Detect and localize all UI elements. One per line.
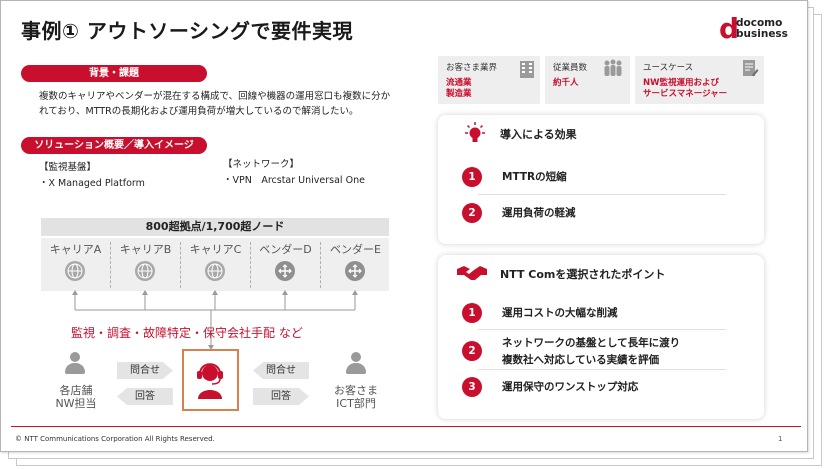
network-heading: 【ネットワーク】: [223, 159, 300, 170]
footer-rule: [11, 426, 801, 427]
globe-icon: [205, 261, 225, 281]
lightbulb-icon: [465, 122, 485, 142]
vendor-e: ベンダーE: [321, 238, 390, 291]
operator-box: [182, 349, 239, 411]
effect-number: 1: [462, 167, 482, 187]
customer-ict-label: お客さま ICT部門: [334, 384, 378, 410]
person-body: [65, 363, 85, 374]
answer-arrow-right: 回答: [253, 388, 309, 405]
page-number: 1: [778, 435, 783, 443]
industry-box: お客さま業界 流通業 製造業: [438, 56, 540, 104]
slide: 事例① アウトソーシングで要件実現 d docomo business 背景・課…: [0, 0, 808, 452]
carrier-divider: [320, 242, 321, 288]
router-icon: [345, 261, 365, 281]
points-title: NTT Comを選択されたポイント: [500, 268, 666, 281]
logo-text: docomo business: [736, 18, 788, 40]
industry-label: お客さま業界: [446, 63, 498, 73]
network-item: ・VPN Arcstar Universal One: [223, 175, 365, 186]
inquiry-arrow-right: 問合せ: [253, 362, 309, 379]
employees-box: 従業員数 約千人: [545, 56, 630, 104]
vendor-d: ベンダーD: [251, 238, 320, 291]
divider: [478, 329, 726, 330]
carrier-divider: [110, 242, 111, 288]
answer-arrow-left: 回答: [117, 388, 173, 405]
operation-tasks-text: 監視・調査・故障特定・保守会社手配 など: [71, 326, 303, 340]
monitor-heading: 【監視基盤】: [39, 162, 97, 173]
point-number: 3: [462, 377, 482, 397]
effects-card: 導入による効果 1 MTTRの短縮 2 運用負荷の軽減: [438, 115, 764, 244]
carrier-label: キャリアC: [189, 243, 242, 256]
selection-points-card: NTT Comを選択されたポイント 1 運用コストの大幅な削減 2 ネットワーク…: [438, 255, 764, 419]
document-edit-icon: [743, 60, 759, 77]
logo-mark: d: [719, 12, 740, 45]
point-number: 2: [462, 341, 482, 361]
building-icon: [520, 61, 534, 78]
usecase-value: NW監視運用および サービスマネージャー: [643, 78, 728, 99]
globe-icon: [65, 261, 85, 281]
carrier-a: キャリアA: [41, 238, 110, 291]
router-icon: [275, 261, 295, 281]
inquiry-arrow-left: 問合せ: [117, 362, 173, 379]
people-group-icon: [604, 59, 622, 76]
carrier-c: キャリアC: [181, 238, 250, 291]
person-body: [346, 363, 366, 374]
background-text: 複数のキャリアやベンダーが混在する構成で、回線や機器の運用窓口も複数に分かれてお…: [39, 91, 391, 117]
effects-title: 導入による効果: [500, 128, 577, 141]
store-staff-person-icon: [65, 352, 85, 374]
node-count-bar: 800超拠点/1,700超ノード: [41, 218, 389, 236]
page-title: 事例① アウトソーシングで要件実現: [21, 19, 353, 43]
operator-headset-icon: [197, 363, 223, 399]
store-nw-staff-label: 各店舗 NW担当: [55, 384, 97, 410]
handshake-icon: [457, 266, 487, 280]
employees-value: 約千人: [553, 78, 579, 88]
effect-item: MTTRの短縮: [502, 171, 567, 183]
carrier-divider: [180, 242, 181, 288]
usecase-label: ユースケース: [643, 63, 694, 73]
effect-number: 2: [462, 203, 482, 223]
background-label: 背景・課題: [21, 65, 207, 82]
point-item: ネットワークの基盤として長年に渡り 複数社へ対応している実績を評価: [502, 337, 681, 366]
vendor-label: ベンダーD: [259, 243, 312, 256]
globe-icon: [135, 261, 155, 281]
solution-label: ソリューション概要／導入イメージ: [21, 137, 207, 154]
point-item: 運用コストの大幅な削減: [502, 307, 618, 319]
carrier-b: キャリアB: [111, 238, 180, 291]
logo-line2: business: [736, 28, 788, 40]
carrier-label: キャリアA: [49, 243, 102, 256]
point-number: 1: [462, 303, 482, 323]
divider: [478, 194, 726, 195]
industry-value: 流通業 製造業: [446, 78, 472, 99]
effect-item: 運用負荷の軽減: [502, 207, 576, 219]
logo-line1: docomo: [736, 17, 783, 29]
person-head: [70, 352, 80, 362]
divider: [478, 369, 726, 370]
usecase-box: ユースケース NW監視運用および サービスマネージャー: [635, 56, 764, 104]
vendor-label: ベンダーE: [330, 243, 381, 256]
customer-ict-person-icon: [346, 352, 366, 374]
person-head: [351, 352, 361, 362]
carrier-row: キャリアA キャリアB キャリアC ベンダーD: [41, 238, 389, 291]
docomo-business-logo: d docomo business: [719, 15, 791, 45]
employees-label: 従業員数: [553, 63, 588, 73]
carrier-divider: [250, 242, 251, 288]
carrier-label: キャリアB: [119, 243, 172, 256]
point-item: 運用保守のワンストップ対応: [502, 381, 639, 393]
copyright: © NTT Communications Corporation All Rig…: [15, 435, 215, 443]
monitor-item: ・X Managed Platform: [39, 178, 145, 189]
